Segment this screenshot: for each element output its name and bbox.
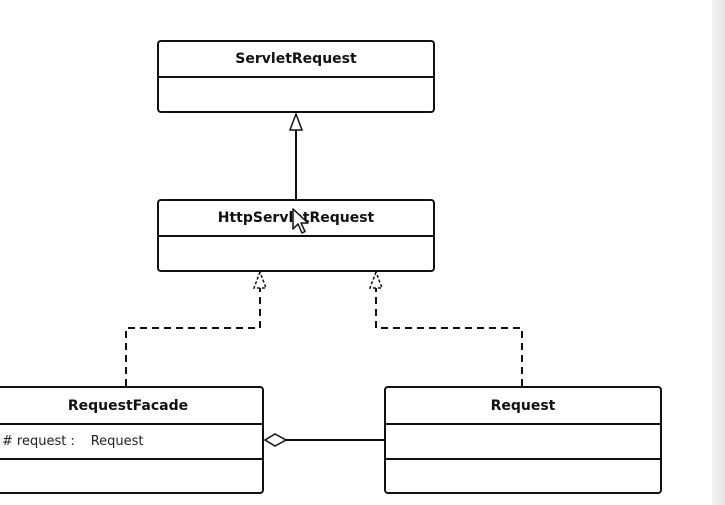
generalization-arrowhead (288, 111, 304, 131)
realization-line-request-facade (125, 288, 261, 386)
attribute-name: request (16, 434, 67, 449)
class-http-servlet-request[interactable]: HttpServletRequest (157, 199, 435, 272)
realization-arrowhead-request (368, 269, 384, 289)
class-name: Request (386, 388, 660, 425)
attribute-row: # request : Request (0, 434, 144, 449)
class-body (159, 78, 433, 111)
mouse-pointer-icon (292, 208, 309, 234)
class-operations (0, 460, 262, 492)
attribute-type: Request (90, 434, 144, 449)
class-operations (386, 460, 660, 492)
class-servlet-request[interactable]: ServletRequest (157, 40, 435, 113)
class-name: RequestFacade (0, 388, 262, 425)
attribute-visibility: # (2, 434, 13, 449)
realization-line-request (375, 288, 523, 386)
class-request-facade[interactable]: RequestFacade # request : Request (0, 386, 264, 494)
aggregation-diamond (263, 433, 288, 447)
attribute-separator: : (70, 434, 75, 449)
class-name: ServletRequest (159, 42, 433, 78)
class-attributes: # request : Request (0, 425, 262, 460)
realization-arrowhead-request-facade (252, 269, 268, 289)
class-body (159, 237, 433, 270)
window-edge (712, 0, 725, 505)
class-request[interactable]: Request (384, 386, 662, 494)
class-attributes (386, 425, 660, 460)
